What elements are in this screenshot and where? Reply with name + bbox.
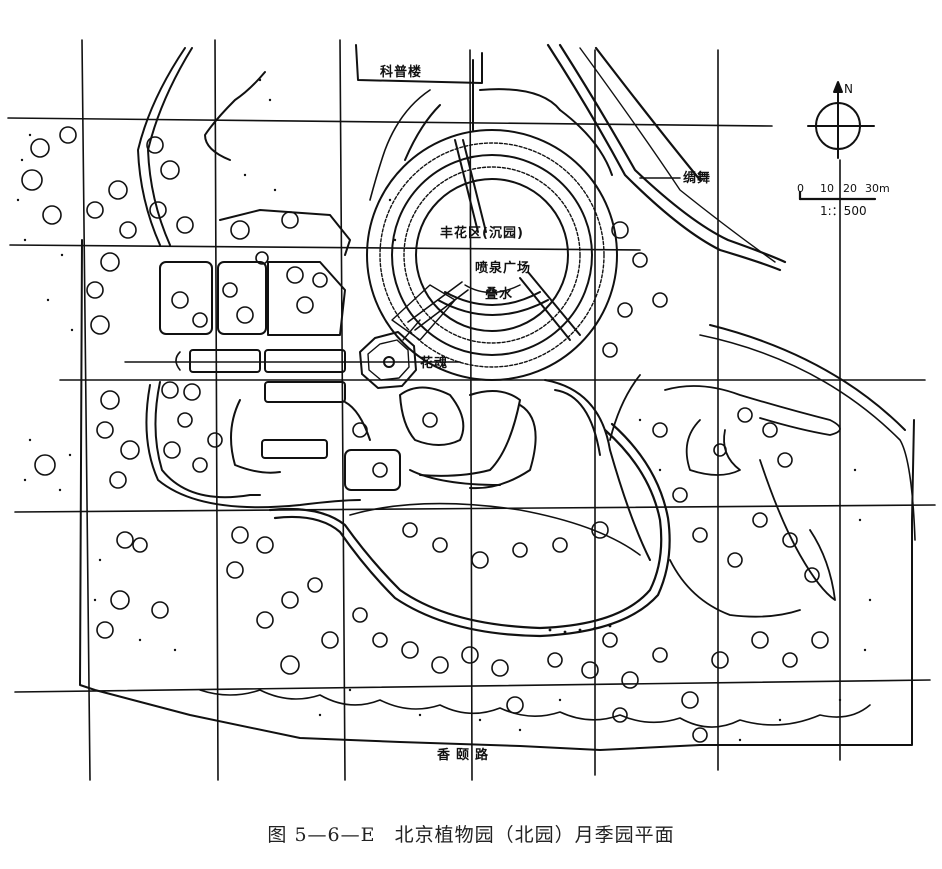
scale-tick-20: 20 [843,182,857,195]
silk-dance-path [546,43,787,272]
tree-canopies [21,126,829,743]
figure-caption: 图 5—6—E 北京植物园（北园）月季园平面 [0,820,942,847]
label-sunken-garden: 丰花区(沉园) [440,226,524,241]
scale-tick-30m: 30m [865,182,890,195]
figure-title: 北京植物园（北园）月季园平面 [394,824,675,846]
scale-tick-10: 10 [820,182,834,195]
north-west-path [137,47,266,246]
label-cascade: 叠水 [485,287,514,302]
stipple-texture [16,78,872,742]
south-shrub-edge [199,689,871,728]
grid-lines [7,39,936,781]
label-flower-soul: 花魂 [420,356,449,371]
north-label: N [844,82,853,96]
label-fountain-plaza: 喷泉广场 [475,261,532,276]
scale-bar-icon [798,190,877,201]
scale-tick-0: 0 [797,182,804,195]
west-garden-beds [145,209,401,509]
figure-number: 图 5—6—E [267,824,376,846]
north-arrow-icon [807,81,875,159]
southern-loop-path [268,422,671,638]
sunken-garden-rings [366,88,618,381]
scale-ratio: 1:：500 [820,204,867,218]
label-silk-dance: 绸舞 [683,171,712,186]
east-garden-beds [609,374,841,618]
site-boundary [79,239,916,751]
central-curving-beds [399,379,651,561]
flower-soul-octagon [124,319,461,389]
science-building-outline [355,44,483,131]
label-science-building: 科普楼 [380,65,423,80]
label-road: 香颐路 [437,748,495,763]
